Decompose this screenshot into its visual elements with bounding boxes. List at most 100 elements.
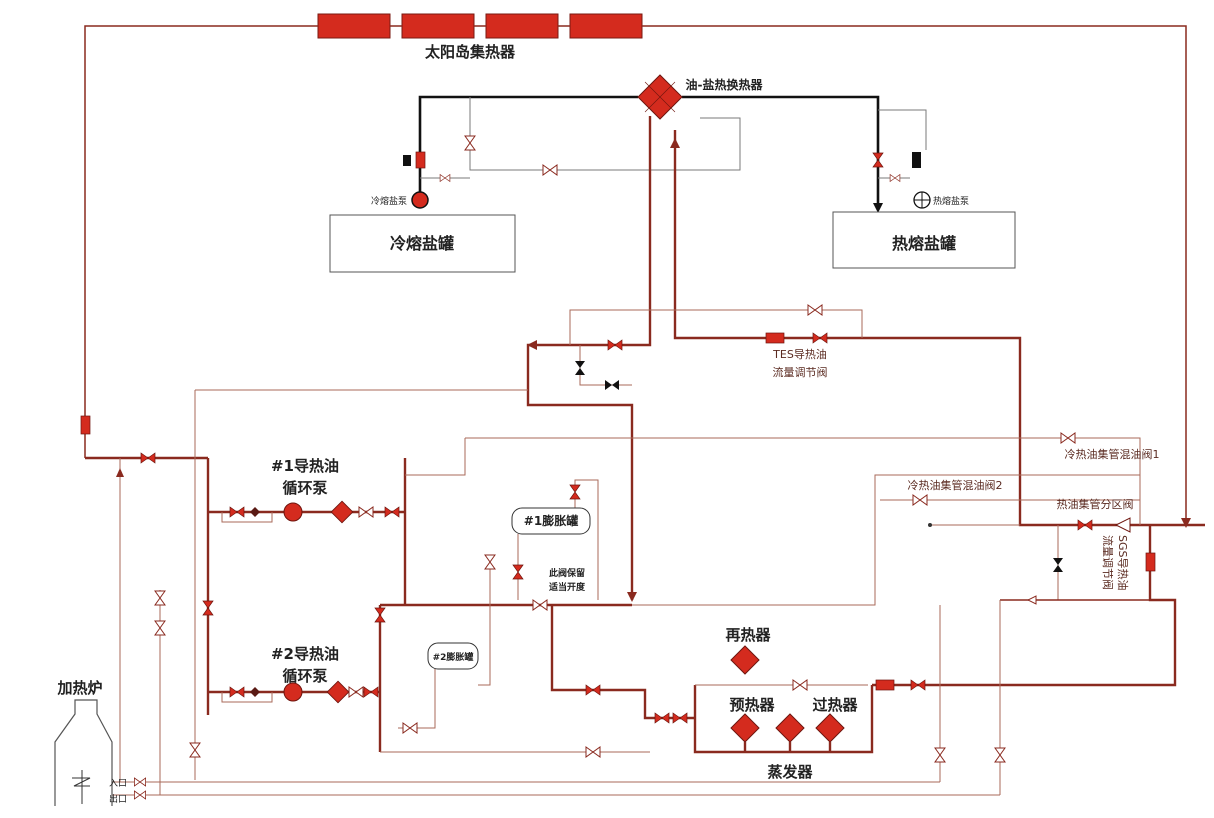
flow-arrow-down <box>1181 518 1191 528</box>
isolation-valve <box>575 361 585 375</box>
pump2-label-line2: 循环泵 <box>282 667 327 685</box>
heater-inlet-label: 入口 <box>109 778 127 789</box>
exchanger-connector <box>743 742 832 752</box>
outlet-branch-valve <box>934 747 946 763</box>
salt-pipe-cold <box>418 95 638 205</box>
collector-return-valve <box>80 415 91 435</box>
exp-tank1-line <box>517 479 599 600</box>
pump1-bypass <box>221 512 273 523</box>
salt-pipe-hot <box>682 95 880 205</box>
pump1-check-valve <box>358 506 374 518</box>
header-valve <box>202 600 214 616</box>
collector-return-pipe <box>84 25 318 458</box>
exp-tank1-label: #1膨胀罐 <box>524 513 578 528</box>
preheater-inlet-valve <box>672 712 688 724</box>
flow-arrow-up <box>116 468 124 477</box>
reheater-valve <box>792 679 808 691</box>
hot-salt-valve <box>872 152 884 168</box>
flow-arrow-up <box>670 138 680 148</box>
misc-line <box>194 389 528 780</box>
tes-valve-label-line2: 流量调节阀 <box>773 365 828 379</box>
hot-header-drain-valve <box>1053 558 1063 572</box>
salt-hot-branch-valve <box>889 174 901 182</box>
collector-module <box>317 13 391 39</box>
heater-furnace <box>54 699 113 806</box>
sgs-valve-label-line2: 流量调节阀 <box>1101 535 1115 590</box>
drain-valve <box>189 742 201 758</box>
exp-tank1-drain-valve <box>512 564 524 580</box>
heater-label: 加热炉 <box>56 679 102 697</box>
cold-salt-tank <box>329 214 516 273</box>
mix-valve-1-label: 冷热油集管混油阀1 <box>1065 447 1160 461</box>
exp-tank1-vent-line <box>478 558 491 686</box>
hot-header-valve-label: 热油集管分区阀 <box>1057 497 1134 511</box>
pump1 <box>283 502 303 522</box>
preheater-inlet-valve <box>654 712 670 724</box>
heater-outlet-valve <box>133 790 147 800</box>
misc-line <box>119 458 161 795</box>
superheater <box>815 713 845 743</box>
steam-generator-frame <box>693 685 874 754</box>
expansion-tank-2 <box>427 642 479 670</box>
pump2-label-line1: #2导热油 <box>271 645 339 663</box>
pump2-filter <box>326 680 350 704</box>
tes-branch-line <box>579 345 632 386</box>
tes-bypass-valve <box>807 304 823 316</box>
hot-salt-tank <box>832 211 1016 269</box>
expansion-tank-1 <box>511 507 591 535</box>
salt-bypass-valve <box>464 135 476 151</box>
collector-module <box>485 13 559 39</box>
heater-outlet-line <box>939 600 1001 795</box>
tes-isolation-valve <box>812 332 828 344</box>
heater-inlet-valve <box>133 777 147 787</box>
superheater-label: 过热器 <box>812 696 858 714</box>
return-line <box>632 474 1140 606</box>
evaporator-label: 蒸发器 <box>767 763 813 781</box>
tes-valve-label-line1: TES导热油 <box>772 347 827 361</box>
pump2-check-valve <box>348 686 364 698</box>
mixing-line <box>405 437 1141 525</box>
heater-coil-icon <box>72 770 91 804</box>
pump1-label-line2: 循环泵 <box>282 479 327 497</box>
hot-salt-tank-label: 热熔盐罐 <box>892 234 956 253</box>
sgs-inlet-pipe <box>550 605 695 720</box>
heater-feed-valve <box>140 452 156 464</box>
mix-valve-2 <box>912 494 928 506</box>
sgs-flow-control-valve <box>1145 552 1156 572</box>
salt-bypass-valve <box>542 164 558 176</box>
reheater-label: 再热器 <box>725 626 771 644</box>
outlet-branch-valve <box>994 747 1006 763</box>
flow-arrow-down <box>627 592 637 602</box>
pump2-discharge-valve <box>363 686 379 698</box>
drain-valve <box>154 620 166 636</box>
hx-outlet-valve <box>607 339 623 351</box>
pump2-suction-valve <box>229 686 245 698</box>
hot-salt-pump-label: 热熔盐泵 <box>933 195 969 207</box>
tes-bypass-line <box>569 309 863 345</box>
throttle-valve <box>532 599 548 611</box>
drain-valve <box>154 590 166 606</box>
hot-header-zone-valve <box>1077 519 1093 531</box>
sgs-return-valve <box>585 746 601 758</box>
valve-note-line1: 此阀保留 <box>549 567 585 579</box>
pump2-bypass <box>221 692 273 703</box>
flow-arrow-down <box>873 203 883 213</box>
discharge-header-valve <box>374 607 386 623</box>
cold-salt-pump-label: 冷熔盐泵 <box>371 195 407 207</box>
pump1-suction-valve <box>229 506 245 518</box>
evaporator <box>775 713 805 743</box>
reheater <box>730 645 760 675</box>
salt-bypass-line <box>469 97 741 171</box>
cold-salt-tank-label: 冷熔盐罐 <box>390 234 454 253</box>
collector-supply-pipe <box>642 25 1187 520</box>
cold-salt-flow-valve <box>415 151 426 169</box>
exp-tank2-line <box>398 669 436 729</box>
preheater-label: 预热器 <box>729 696 775 714</box>
tes-flow-control-valve <box>765 332 785 344</box>
cold-salt-pump <box>411 191 429 209</box>
hx-label: 油-盐热换热器 <box>686 77 764 92</box>
hot-header-reducer <box>1114 517 1131 533</box>
pump1-discharge-valve <box>384 506 400 518</box>
oil-pipe-hx-in <box>673 130 1205 527</box>
